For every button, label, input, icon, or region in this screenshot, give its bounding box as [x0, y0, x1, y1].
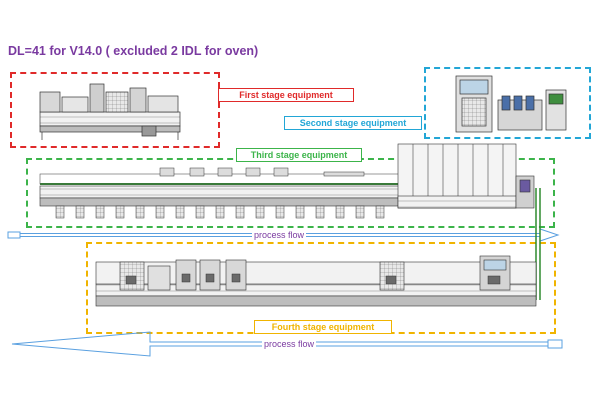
fourth-stage-label: Fourth stage equipment	[254, 320, 392, 334]
first-stage-label: First stage equipment	[218, 88, 354, 102]
fourth-stage-line	[95, 255, 537, 307]
fourth-stage-stations	[125, 273, 501, 285]
third-stage-line	[39, 143, 535, 209]
second-stage-box	[424, 67, 591, 139]
second-stage-label: Second stage equipment	[284, 116, 422, 130]
third-stage-stations	[55, 205, 385, 219]
upper-process-flow-label: process flow	[252, 230, 307, 240]
stage-connector	[535, 188, 541, 300]
first-stage-machine	[39, 83, 181, 140]
first-stage-box	[10, 72, 220, 148]
lower-process-flow-label: process flow	[262, 339, 317, 349]
second-stage-machines	[455, 75, 567, 133]
third-stage-label: Third stage equipment	[236, 148, 362, 162]
lower-process-flow-arrow	[11, 331, 563, 357]
third-stage-tops	[159, 167, 365, 177]
diagram-title: DL=41 for V14.0 ( excluded 2 IDL for ove…	[8, 44, 259, 58]
